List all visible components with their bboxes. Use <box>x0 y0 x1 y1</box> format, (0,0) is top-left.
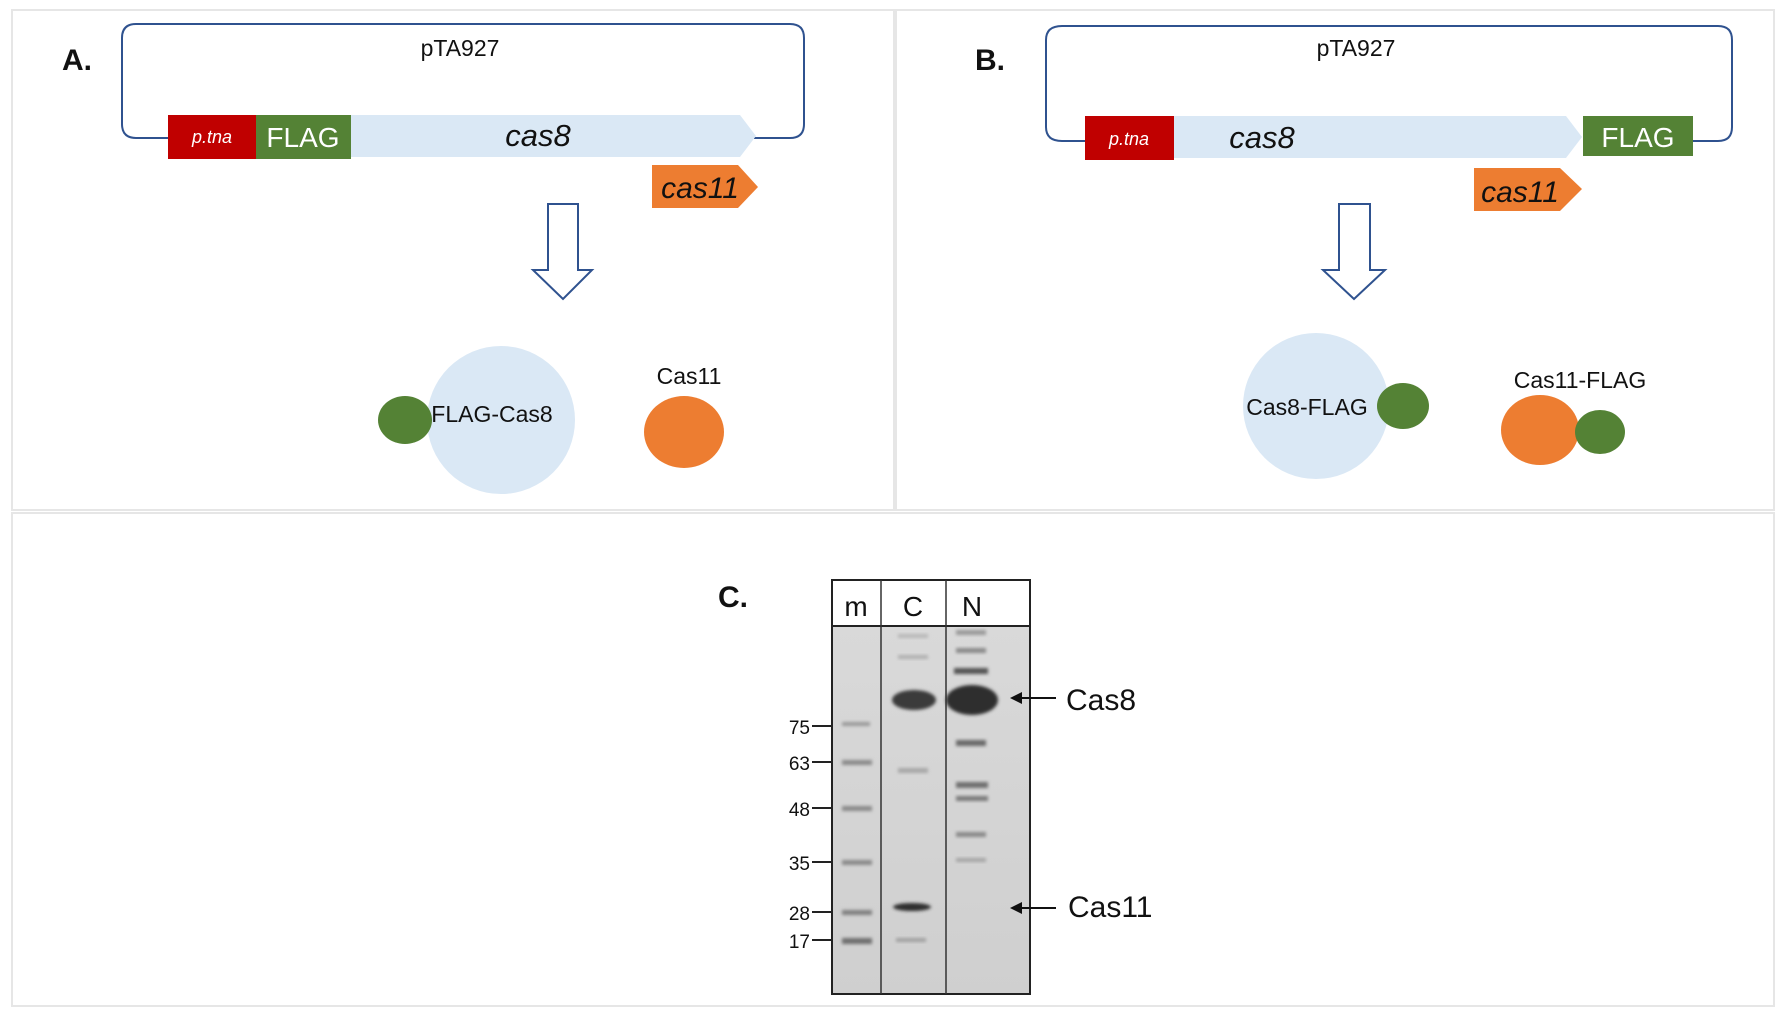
lane-label-m: m <box>844 591 867 622</box>
flag-tag-label-b: FLAG <box>1601 122 1674 153</box>
promoter-box-b <box>1085 116 1174 160</box>
lane-n-bands <box>946 630 998 862</box>
faint-band <box>956 630 986 635</box>
panel-a-letter: A. <box>62 44 92 77</box>
cas8-band-lane-n <box>946 685 998 715</box>
panel-c-frame <box>11 512 1775 1007</box>
marker-band <box>842 938 872 944</box>
flag-tag-protein-a <box>378 396 432 444</box>
promoter-label-a: p.tna <box>191 127 232 147</box>
cas8-protein-b <box>1243 333 1389 479</box>
marker-band <box>842 910 872 915</box>
cas8-gene-label-b: cas8 <box>1229 120 1295 155</box>
cas11-protein-a <box>644 396 724 468</box>
lane-label-n: N <box>962 591 982 622</box>
plasmid-outline-a <box>121 23 805 139</box>
faint-band <box>956 832 986 837</box>
faint-band <box>956 648 986 653</box>
faint-band <box>896 938 926 942</box>
plasmid-name-b: pTA927 <box>1317 35 1396 61</box>
cas8-gene-label-a: cas8 <box>505 118 571 153</box>
down-arrow-icon <box>1320 203 1388 301</box>
marker-band <box>842 806 872 811</box>
cas11-gene-arrow-a <box>652 165 758 208</box>
marker-band <box>842 760 872 765</box>
protein-main-label-b: Cas8-FLAG <box>1246 394 1367 420</box>
cas11-protein-b <box>1501 395 1579 465</box>
marker-label-17: 17 <box>789 932 810 953</box>
left-arrow-icon <box>1010 902 1022 914</box>
flag-tag-protein-b2 <box>1575 410 1625 454</box>
faint-band <box>898 768 928 773</box>
plasmid-name-a: pTA927 <box>421 35 500 61</box>
panel-c: C. m C N <box>718 579 1153 995</box>
faint-band <box>898 655 928 659</box>
cas11-band-pointer: Cas11 <box>1010 891 1153 924</box>
faint-band <box>956 740 986 746</box>
cas11-gene-label-a: cas11 <box>661 172 739 205</box>
panel-a: A. pTA927 cas8 p.tna FLAG cas11 FLAG-Cas… <box>62 23 805 494</box>
cas8-gene-arrow-b <box>1172 116 1582 158</box>
faint-band <box>956 782 988 788</box>
marker-scale: 75 63 48 35 28 17 <box>789 718 832 953</box>
protein-secondary-label-a: Cas11 <box>657 363 722 389</box>
band-label-cas8: Cas8 <box>1066 684 1136 717</box>
protein-main-label-a: FLAG-Cas8 <box>431 401 552 427</box>
faint-band <box>956 796 988 801</box>
faint-band <box>898 634 928 638</box>
flag-tag-protein-b <box>1377 383 1429 429</box>
promoter-label-b: p.tna <box>1108 129 1149 149</box>
marker-band <box>842 860 872 865</box>
cas8-protein-a <box>427 346 575 494</box>
marker-label-35: 35 <box>789 854 810 875</box>
cas8-band-lane-c <box>892 690 936 710</box>
flag-tag-box-a <box>256 115 351 159</box>
panel-b-letter: B. <box>975 44 1005 77</box>
marker-label-28: 28 <box>789 904 810 925</box>
cas11-gene-arrow-b <box>1474 168 1582 211</box>
panel-a-frame <box>11 9 895 511</box>
panel-b-frame <box>895 9 1775 511</box>
flag-tag-box-b <box>1583 116 1693 156</box>
panel-c-letter: C. <box>718 581 748 614</box>
panel-b: B. pTA927 cas8 p.tna FLAG cas11 Cas8-FLA… <box>975 25 1733 479</box>
cas8-gene-arrow-a <box>350 115 756 157</box>
marker-label-63: 63 <box>789 754 810 775</box>
cas11-gene-label-b: cas11 <box>1481 176 1559 209</box>
faint-band <box>954 668 988 674</box>
cas11-band-lane-c <box>893 903 931 911</box>
lane-c-bands <box>892 634 936 942</box>
down-arrow-icon <box>530 203 595 301</box>
lane-label-c: C <box>903 591 923 622</box>
marker-label-48: 48 <box>789 800 810 821</box>
gel-border <box>831 579 1031 995</box>
marker-lane-bands <box>842 722 872 944</box>
marker-band <box>842 722 870 726</box>
flag-tag-label-a: FLAG <box>266 122 339 153</box>
marker-label-75: 75 <box>789 718 810 739</box>
left-arrow-icon <box>1010 692 1022 704</box>
protein-secondary-label-b: Cas11-FLAG <box>1514 367 1647 393</box>
band-label-cas11: Cas11 <box>1068 891 1153 924</box>
faint-band <box>956 858 986 862</box>
cas8-band-pointer: Cas8 <box>1010 684 1136 717</box>
promoter-box-a <box>168 115 256 159</box>
plasmid-outline-b <box>1045 25 1733 142</box>
